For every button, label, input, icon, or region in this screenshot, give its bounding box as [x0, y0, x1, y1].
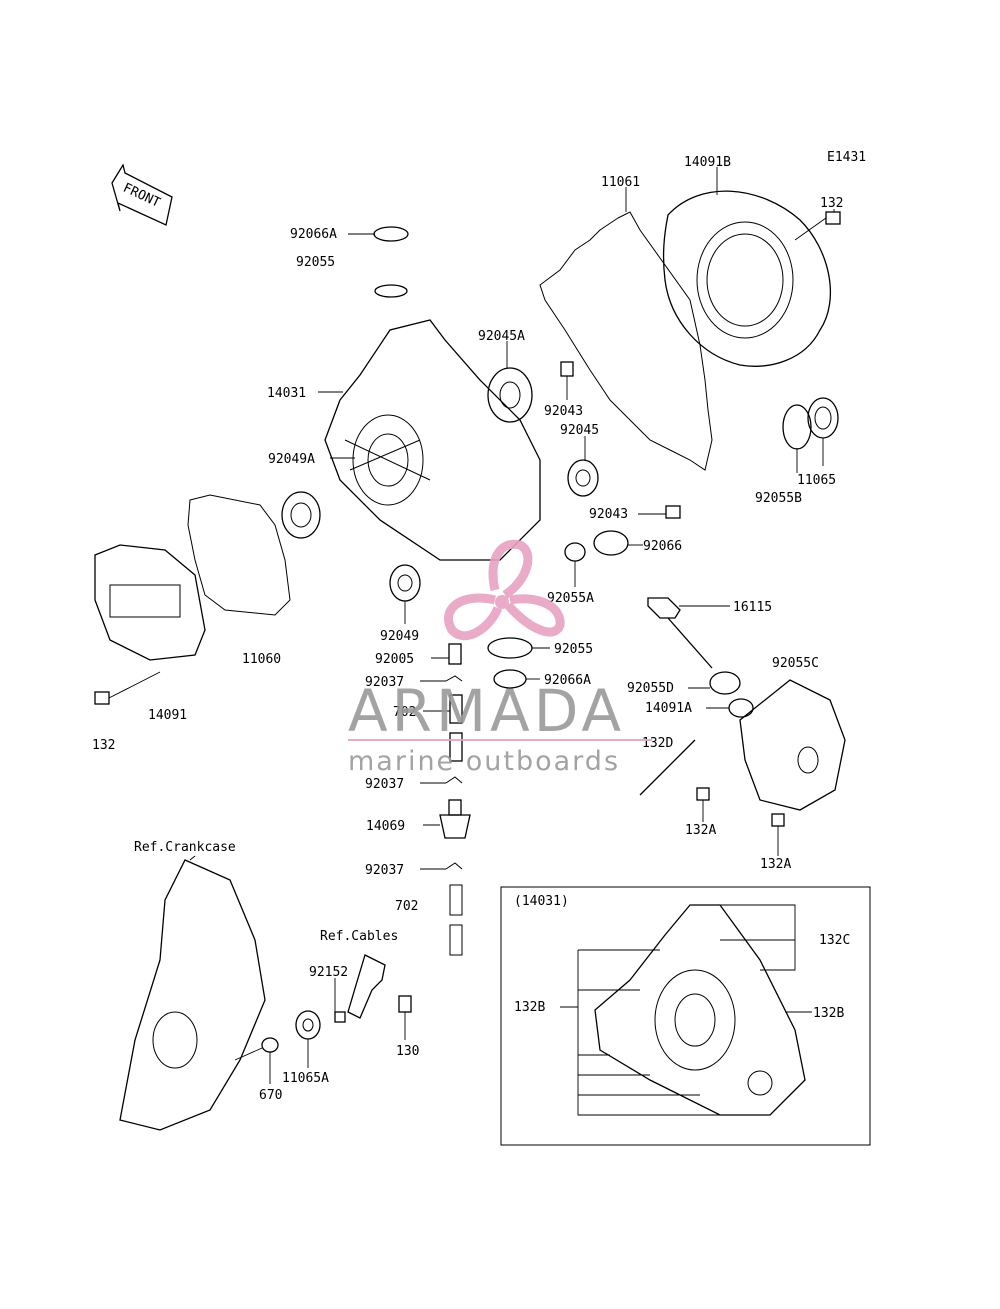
dipstick-16115 [647, 597, 713, 669]
cap-92066A [373, 226, 409, 242]
oil-seal-92049A [281, 491, 321, 539]
bolt-130 [398, 995, 412, 1013]
o-ring-92055A [564, 542, 586, 562]
seal-11065 [807, 397, 839, 439]
label-92055A: 92055A [547, 591, 594, 606]
bolt-132-top [794, 211, 841, 241]
bearing-92045A [487, 367, 533, 423]
plug-92066 [593, 530, 629, 556]
label-132A-b: 132A [760, 857, 791, 872]
ref-cables-label: Ref.Cables [320, 929, 398, 944]
o-ring-92055-mid [487, 637, 533, 659]
label-92066: 92066 [643, 539, 682, 554]
label-14091A: 14091A [645, 701, 692, 716]
label-92066A-mid: 92066A [544, 673, 591, 688]
label-92066A-top: 92066A [290, 227, 337, 242]
label-92037-a: 92037 [365, 675, 404, 690]
bolt-132-left [94, 671, 161, 705]
label-92037-b: 92037 [365, 777, 404, 792]
label-92055-mid: 92055 [554, 642, 593, 657]
label-132B-right: 132B [813, 1006, 844, 1021]
hose-702-a2 [449, 732, 463, 762]
pump-cover-14091A [728, 679, 846, 811]
label-92045: 92045 [560, 423, 599, 438]
label-92055B: 92055B [755, 491, 802, 506]
front-label: FRONT [121, 181, 163, 211]
hose-702-b2 [449, 924, 463, 956]
label-132B-left: 132B [514, 1000, 545, 1015]
label-92055D: 92055D [627, 681, 674, 696]
bolt-132D [639, 739, 696, 796]
label-130: 130 [396, 1044, 419, 1059]
propeller-logo [444, 539, 565, 641]
ref-crankcase-label: Ref.Crankcase [134, 840, 236, 855]
label-14091: 14091 [148, 708, 187, 723]
label-132D: 132D [642, 736, 673, 751]
o-ring-92055B [782, 404, 812, 450]
gasket-11060 [187, 494, 291, 616]
oil-seal-92049 [389, 564, 421, 602]
label-92037-c: 92037 [365, 863, 404, 878]
label-11065: 11065 [797, 473, 836, 488]
label-702-b: 702 [395, 899, 418, 914]
label-702-a: 702 [393, 705, 416, 720]
label-132-left: 132 [92, 738, 115, 753]
clamp-92037-a [445, 675, 463, 682]
dowel-92043-b [665, 505, 681, 519]
seal-11065A [295, 1010, 321, 1040]
label-92045A: 92045A [478, 329, 525, 344]
label-92043-b: 92043 [589, 507, 628, 522]
label-92055-top: 92055 [296, 255, 335, 270]
label-11061: 11061 [601, 175, 640, 190]
label-670: 670 [259, 1088, 282, 1103]
label-11065A: 11065A [282, 1071, 329, 1086]
cable-bracket-92152 [334, 954, 386, 1023]
pipe-14069 [439, 799, 471, 839]
crankcase-reference [119, 855, 266, 1131]
cover-14031 [324, 319, 541, 561]
gasket-11061 [539, 211, 713, 471]
leader-lines [269, 167, 835, 1084]
label-132A-a: 132A [685, 823, 716, 838]
label-92152: 92152 [309, 965, 348, 980]
label-11060: 11060 [242, 652, 281, 667]
label-14091B: 14091B [684, 155, 731, 170]
label-92049A: 92049A [268, 452, 315, 467]
hose-702-b [449, 884, 463, 916]
inset-title: (14031) [514, 894, 569, 909]
diagram-code: E1431 [827, 150, 866, 165]
label-14069: 14069 [366, 819, 405, 834]
label-92049: 92049 [380, 629, 419, 644]
label-16115: 16115 [733, 600, 772, 615]
bolt-132A-b [771, 813, 785, 827]
label-132-top: 132 [820, 196, 843, 211]
clamp-92037-b [445, 776, 463, 784]
o-ring-92055D [709, 671, 741, 695]
cover-14091 [94, 544, 206, 661]
collar-92005 [448, 643, 462, 665]
label-92043-a: 92043 [544, 404, 583, 419]
rotor-cover-14091B [662, 190, 832, 367]
front-direction-arrow: FRONT [111, 163, 173, 226]
label-92055C: 92055C [772, 656, 819, 671]
dowel-92043-a [560, 361, 574, 377]
part-labels: 14091B 11061 132 92066A 92055 92045A 140… [92, 155, 843, 1103]
hose-702-a [449, 694, 463, 724]
label-14031: 14031 [267, 386, 306, 401]
o-ring-670 [261, 1037, 279, 1053]
detail-inset-14031: (14031) 132C 132B 132B [500, 886, 871, 1146]
watermark-brand: ARMADA [348, 677, 625, 745]
clamp-92037-c [445, 862, 463, 870]
label-132C: 132C [819, 933, 850, 948]
bearing-92045 [567, 459, 599, 497]
o-ring-92055 [374, 284, 408, 298]
label-92005: 92005 [375, 652, 414, 667]
armada-watermark: ARMADA marine outboards [348, 539, 652, 777]
bolt-132A-a [696, 787, 710, 801]
watermark-tagline: marine outboards [348, 746, 620, 777]
